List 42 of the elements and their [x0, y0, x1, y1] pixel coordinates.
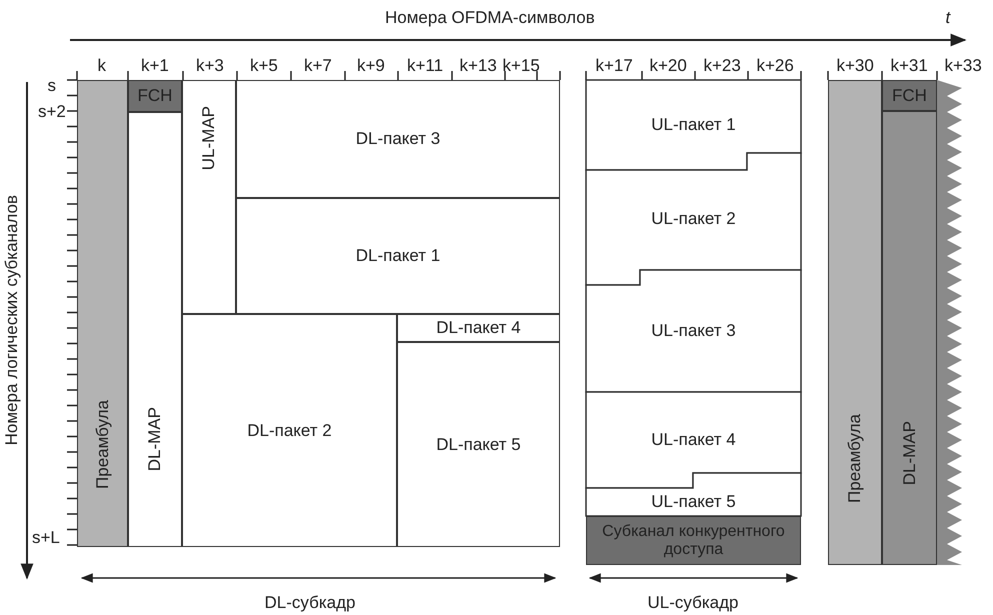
axis-title: Номера OFDMA-символов: [385, 8, 595, 28]
axis-label: t: [946, 8, 950, 28]
map-block: UL-MAP: [182, 80, 236, 314]
axis-title: Номера логических субканалов: [2, 195, 22, 446]
column-label: k+23: [704, 56, 741, 76]
fch-block: FCH: [882, 80, 937, 111]
packet-region: UL-пакет 3: [586, 270, 801, 392]
column-label: k+30: [836, 56, 874, 76]
column-label: k+31: [890, 56, 928, 76]
row-label: s: [48, 76, 56, 96]
column-label: k+17: [596, 56, 633, 76]
column-label: k+33: [944, 56, 982, 76]
column-label: k+3: [196, 56, 224, 76]
packet-region: UL-пакет 5: [586, 473, 801, 516]
packet-region: DL-пакет 5: [397, 342, 560, 547]
packet-region: DL-пакет 1: [236, 198, 560, 314]
fch-block: FCH: [128, 80, 182, 112]
row-label: s+2: [38, 102, 66, 122]
map-block: DL-MAP: [882, 111, 937, 565]
column-label: k+20: [650, 56, 687, 76]
packet-region: UL-пакет 2: [586, 153, 801, 285]
column-label: k+9: [357, 56, 385, 76]
column-label: k+11: [407, 56, 444, 76]
packet-region: UL-пакет 1: [586, 80, 801, 170]
column-label: k+13: [460, 56, 497, 76]
map-block: DL-MAP: [128, 112, 182, 547]
column-label: k+5: [250, 56, 278, 76]
preamble-band: Преамбула: [828, 80, 882, 565]
packet-region: DL-пакет 4: [397, 314, 560, 342]
packet-region: DL-пакет 2: [182, 314, 397, 547]
dimension-label: DL-субкадр: [264, 593, 356, 613]
packet-region: DL-пакет 3: [236, 80, 560, 198]
torn-edge-band: [937, 80, 962, 565]
column-label: k+26: [756, 56, 794, 76]
column-label: k+7: [304, 56, 332, 76]
preamble-band: Преамбула: [77, 80, 128, 547]
row-label: s+L: [32, 528, 60, 548]
dimension-label: UL-субкадр: [648, 593, 738, 613]
column-label: k+15: [502, 56, 540, 76]
column-label: k+1: [141, 56, 169, 76]
contention-subchannel-region: Субканал конкурентного доступа: [586, 516, 801, 565]
column-label: k: [98, 56, 106, 76]
